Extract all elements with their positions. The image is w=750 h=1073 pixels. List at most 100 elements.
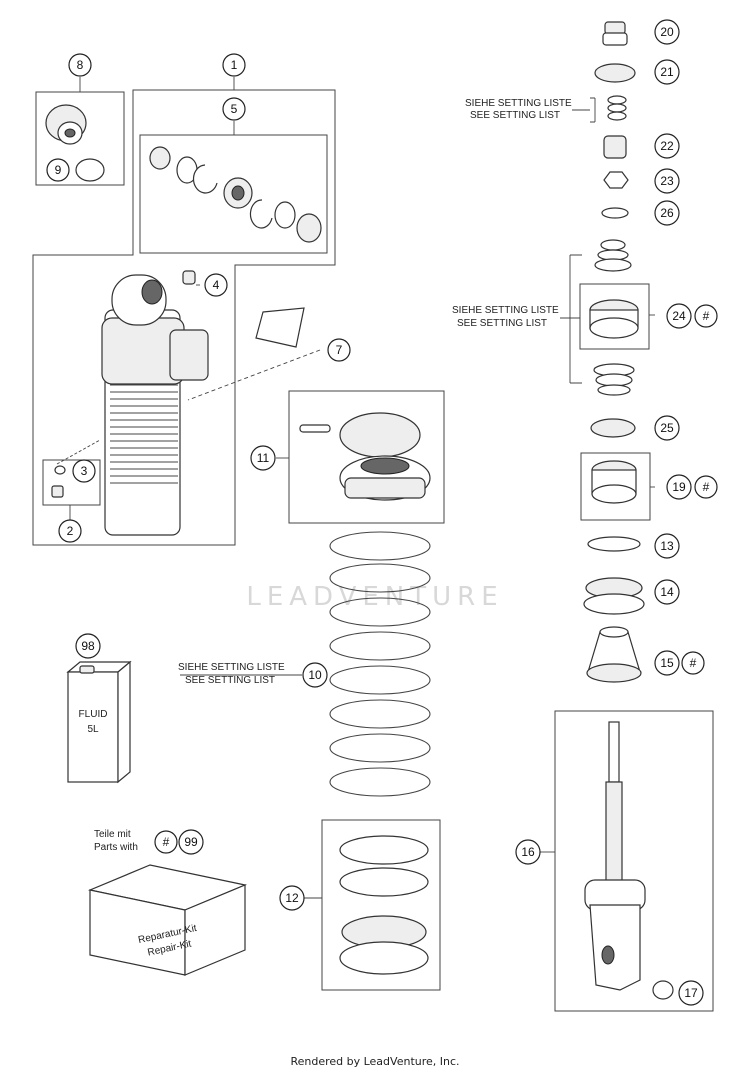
callout-hash-kit[interactable]: # xyxy=(154,830,178,854)
part-5-piston-kit[interactable] xyxy=(149,146,322,243)
svg-text:26: 26 xyxy=(660,206,674,220)
svg-text:17: 17 xyxy=(684,986,698,1000)
part-15-bump-stop[interactable] xyxy=(586,626,642,683)
body-coils xyxy=(110,384,178,484)
callout-99[interactable]: 99 xyxy=(178,829,204,855)
callout-3[interactable]: 3 xyxy=(72,459,96,483)
callout-12[interactable]: 12 xyxy=(279,885,305,911)
callout-10[interactable]: 10 xyxy=(302,662,328,688)
svg-text:9: 9 xyxy=(55,163,62,177)
svg-text:24: 24 xyxy=(672,309,686,323)
svg-text:98: 98 xyxy=(81,639,95,653)
svg-text:5: 5 xyxy=(231,102,238,116)
callout-19[interactable]: 19 xyxy=(666,474,692,500)
callout-16[interactable]: 16 xyxy=(515,839,541,865)
svg-text:2: 2 xyxy=(67,524,74,538)
callout-98[interactable]: 98 xyxy=(75,633,101,659)
callout-5[interactable]: 5 xyxy=(222,97,246,121)
callout-23[interactable]: 23 xyxy=(654,168,680,194)
part-2-plug[interactable] xyxy=(51,485,64,498)
repair-kit-box[interactable] xyxy=(87,864,248,976)
callout-hash-24[interactable]: # xyxy=(694,304,718,328)
part-11-spring-retainer[interactable] xyxy=(299,412,431,501)
callout-8[interactable]: 8 xyxy=(68,53,92,77)
kit-box-19 xyxy=(580,452,651,521)
setting-shims-low[interactable] xyxy=(593,363,635,396)
svg-text:19: 19 xyxy=(672,480,686,494)
svg-text:#: # xyxy=(163,835,170,849)
part-98-fluid-can[interactable] xyxy=(66,660,132,784)
svg-text:16: 16 xyxy=(521,845,535,859)
kit-box-3 xyxy=(42,459,101,506)
svg-text:22: 22 xyxy=(660,139,674,153)
svg-text:25: 25 xyxy=(660,421,674,435)
part-1-shock-body[interactable] xyxy=(101,274,209,536)
setting-note-de-1: SIEHE SETTING LISTE xyxy=(465,98,572,109)
part-16-piston-rod[interactable] xyxy=(584,721,646,991)
svg-text:3: 3 xyxy=(81,464,88,478)
part-12-spring-seats[interactable] xyxy=(339,835,429,975)
svg-text:10: 10 xyxy=(308,668,322,682)
svg-text:14: 14 xyxy=(660,585,674,599)
svg-text:#: # xyxy=(703,480,710,494)
callout-14[interactable]: 14 xyxy=(654,579,680,605)
setting-note-en-1: SEE SETTING LIST xyxy=(470,110,560,121)
part-17-bushing[interactable] xyxy=(652,980,674,1000)
callout-22[interactable]: 22 xyxy=(654,133,680,159)
part-14-cap[interactable] xyxy=(583,577,645,615)
part-3-seal[interactable] xyxy=(54,465,66,475)
callout-20[interactable]: 20 xyxy=(654,19,680,45)
callout-7[interactable]: 7 xyxy=(327,338,351,362)
part-13-circlip[interactable] xyxy=(587,536,641,552)
svg-text:#: # xyxy=(703,309,710,323)
svg-text:7: 7 xyxy=(336,343,343,357)
part-7-label[interactable] xyxy=(255,307,305,348)
svg-text:23: 23 xyxy=(660,174,674,188)
svg-text:15: 15 xyxy=(660,656,674,670)
svg-text:13: 13 xyxy=(660,539,674,553)
setting-note-en-3: SEE SETTING LIST xyxy=(185,675,275,686)
part-24-piston[interactable] xyxy=(589,299,639,339)
part-20-nut[interactable] xyxy=(602,21,628,46)
callout-25[interactable]: 25 xyxy=(654,415,680,441)
assembly-frame-1 xyxy=(32,89,336,546)
parts-with-en: Parts with xyxy=(94,842,138,853)
svg-text:4: 4 xyxy=(213,278,220,292)
callout-13[interactable]: 13 xyxy=(654,533,680,559)
svg-text:#: # xyxy=(690,656,697,670)
callout-hash-15[interactable]: # xyxy=(681,651,705,675)
part-4-cap[interactable] xyxy=(182,270,196,285)
part-9-o-ring[interactable] xyxy=(75,158,105,182)
fluid-volume: 5L xyxy=(87,724,99,735)
setting-shims-top[interactable] xyxy=(607,95,627,121)
svg-text:20: 20 xyxy=(660,25,674,39)
watermark: LEADVENTURE xyxy=(246,582,503,612)
callout-11[interactable]: 11 xyxy=(250,445,276,471)
callout-hash-19[interactable]: # xyxy=(694,475,718,499)
part-19-seal-head[interactable] xyxy=(591,460,637,504)
svg-text:1: 1 xyxy=(231,58,238,72)
callout-17[interactable]: 17 xyxy=(678,980,704,1006)
callout-26[interactable]: 26 xyxy=(654,200,680,226)
part-25-washer[interactable] xyxy=(590,418,636,438)
setting-shims-mid[interactable] xyxy=(594,239,632,272)
svg-text:12: 12 xyxy=(285,891,299,905)
callout-15[interactable]: 15 xyxy=(654,650,680,676)
callout-1[interactable]: 1 xyxy=(222,53,246,77)
fluid-label: FLUID xyxy=(79,709,108,720)
callout-2[interactable]: 2 xyxy=(58,519,82,543)
part-23-nut[interactable] xyxy=(603,171,629,189)
part-21-washer[interactable] xyxy=(594,63,636,83)
part-22-sleeve[interactable] xyxy=(603,135,627,159)
svg-text:99: 99 xyxy=(184,835,198,849)
part-8-valve[interactable] xyxy=(45,104,87,145)
part-10-spring[interactable] xyxy=(329,531,431,797)
callout-24[interactable]: 24 xyxy=(666,303,692,329)
callout-4[interactable]: 4 xyxy=(204,273,228,297)
callout-21[interactable]: 21 xyxy=(654,59,680,85)
callout-9[interactable]: 9 xyxy=(46,158,70,182)
kit-box-11 xyxy=(288,390,445,524)
part-26-washer[interactable] xyxy=(601,207,629,219)
parts-with-de: Teile mit xyxy=(94,829,131,840)
